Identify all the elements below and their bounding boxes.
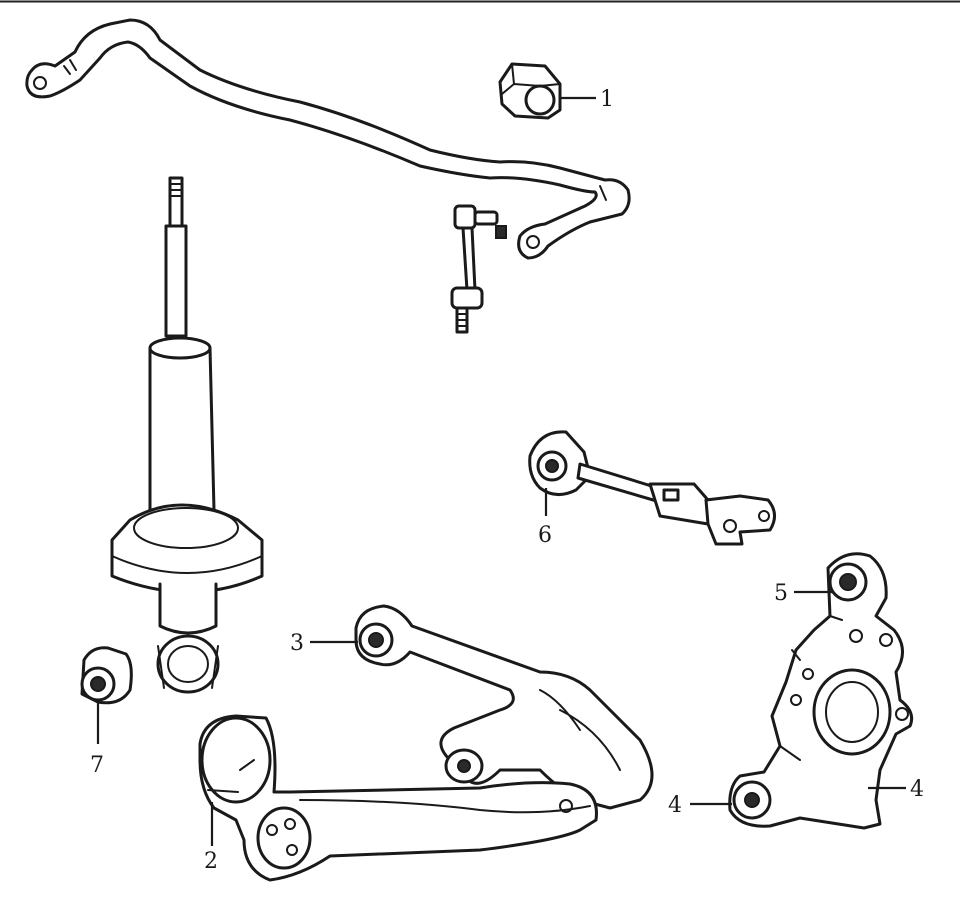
callout-5: 5 <box>774 581 788 606</box>
leader-lines <box>96 96 906 846</box>
shock-absorber <box>110 176 264 694</box>
callout-4b: 4 <box>910 777 924 802</box>
callout-4a: 4 <box>668 793 682 818</box>
callout-labels: 1 2 3 4 4 5 6 7 <box>90 87 924 874</box>
stabilizer-bushing <box>498 62 562 120</box>
toe-control-arm <box>528 430 776 546</box>
stabilizer-bar <box>25 18 631 260</box>
steering-knuckle <box>728 552 914 830</box>
shock-bushing <box>80 646 133 705</box>
lower-control-arm <box>198 714 598 882</box>
callout-6: 6 <box>538 523 552 548</box>
callout-3: 3 <box>290 631 304 656</box>
callout-2: 2 <box>204 849 218 874</box>
stabilizer-link <box>450 204 507 334</box>
callout-7: 7 <box>90 753 104 778</box>
callout-1: 1 <box>600 87 614 112</box>
upper-control-arm <box>354 604 654 810</box>
